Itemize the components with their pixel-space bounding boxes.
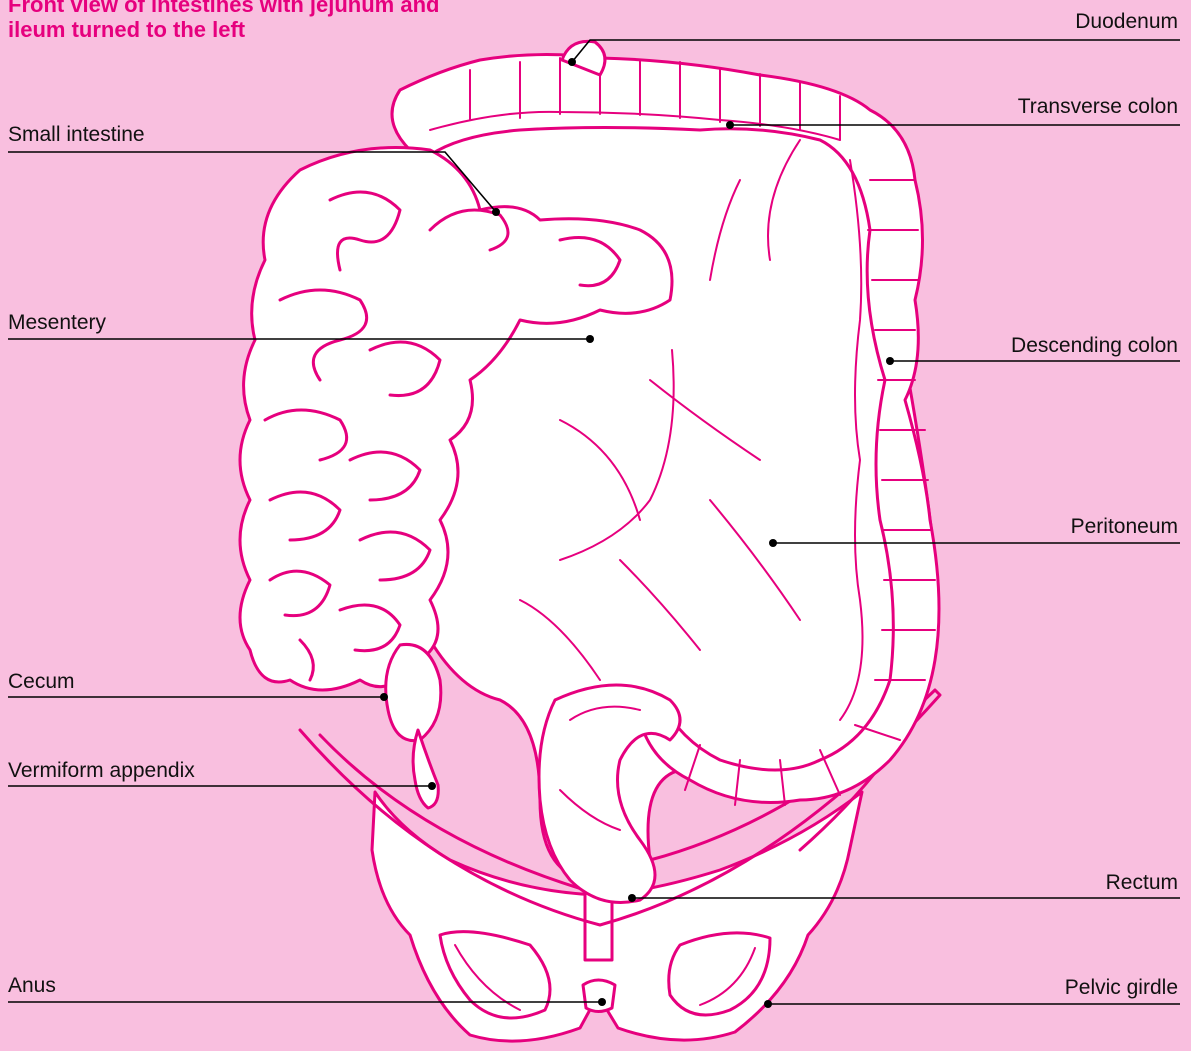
label-text-peritoneum: Peritoneum [1071, 515, 1178, 538]
pointer-dot-vermiform-appendix [428, 782, 436, 790]
label-text-mesentery: Mesentery [8, 311, 107, 334]
label-pelvic-girdle: Pelvic girdle [764, 976, 1180, 1008]
pointer-dot-transverse-colon [726, 121, 734, 129]
pointer-dot-descending-colon [886, 357, 894, 365]
leader-duodenum [572, 40, 1180, 62]
label-duodenum: Duodenum [568, 10, 1180, 66]
label-text-descending-colon: Descending colon [1011, 334, 1178, 357]
label-text-transverse-colon: Transverse colon [1018, 95, 1178, 118]
label-text-anus: Anus [8, 974, 56, 997]
label-text-vermiform-appendix: Vermiform appendix [8, 759, 195, 782]
pointer-dot-mesentery [586, 335, 594, 343]
pointer-dot-rectum [628, 894, 636, 902]
pointer-dot-peritoneum [769, 539, 777, 547]
label-text-cecum: Cecum [8, 670, 75, 693]
label-text-rectum: Rectum [1106, 871, 1178, 894]
label-descending-colon: Descending colon [886, 334, 1180, 365]
pointer-dot-small-intestine [492, 208, 500, 216]
pointer-dot-cecum [380, 693, 388, 701]
pointer-dot-pelvic-girdle [764, 1000, 772, 1008]
pointer-dot-anus [598, 998, 606, 1006]
label-vermiform-appendix: Vermiform appendix [8, 759, 436, 790]
rectum-shape [539, 685, 680, 903]
label-text-pelvic-girdle: Pelvic girdle [1065, 976, 1178, 999]
label-text-duodenum: Duodenum [1075, 10, 1178, 33]
label-text-small-intestine: Small intestine [8, 123, 145, 146]
pointer-dot-duodenum [568, 58, 576, 66]
